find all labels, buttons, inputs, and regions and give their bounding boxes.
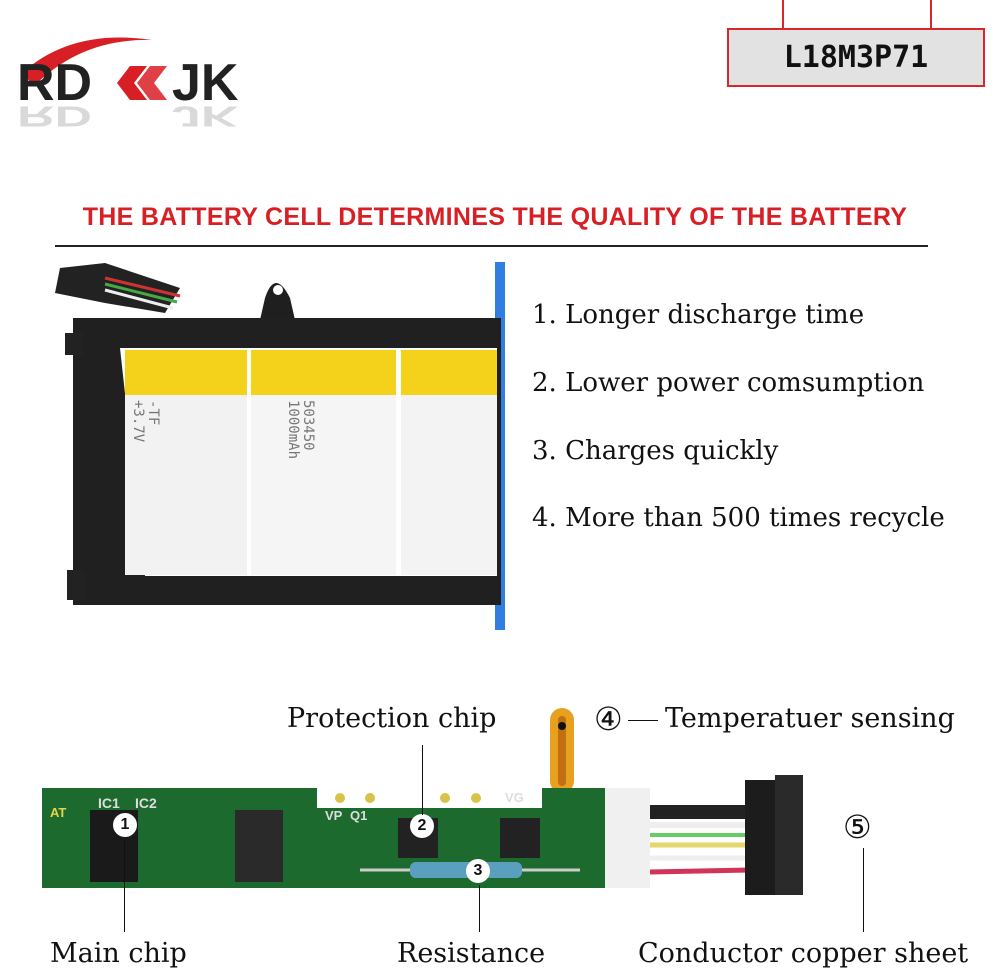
feature-item: 3. Charges quickly xyxy=(532,436,779,466)
feature-item: 4. More than 500 times recycle xyxy=(532,503,945,533)
marker-5: ⑤ xyxy=(843,808,872,846)
silk-vg: VG xyxy=(505,790,524,805)
label-conductor-copper-sheet: Conductor copper sheet xyxy=(638,938,969,969)
pcb-image xyxy=(42,708,803,895)
svg-text:JK: JK xyxy=(172,54,239,112)
cell-print-line: +3.7V xyxy=(130,400,146,443)
arrow-main-chip xyxy=(124,840,125,932)
silk-ic2: IC2 xyxy=(135,795,157,811)
marker-3: 3 xyxy=(466,859,490,883)
label-main-chip: Main chip xyxy=(50,938,187,969)
label-resistance: Resistance xyxy=(397,938,546,969)
silk-q1: Q1 xyxy=(350,808,368,823)
arrow-resistance xyxy=(479,885,480,932)
marker-2: 2 xyxy=(410,814,434,838)
cell-print: -TF +3.7V xyxy=(130,400,161,443)
section-heading: THE BATTERY CELL DETERMINES THE QUALITY … xyxy=(82,203,908,231)
arrow-conductor xyxy=(863,848,864,932)
label-connector-line xyxy=(930,0,932,29)
silk-at: AT xyxy=(50,805,67,820)
svg-text:JK: JK xyxy=(172,100,238,132)
arrow-protection-chip xyxy=(422,745,423,815)
arrow-temperature xyxy=(628,720,658,721)
marker-4: ④ xyxy=(594,700,623,738)
cell-print-line: 1000mAh xyxy=(285,400,301,460)
cell-print: 503450 1000mAh xyxy=(285,400,316,460)
marker-1: 1 xyxy=(113,813,137,837)
label-connector-line xyxy=(782,0,784,29)
feature-item: 2. Lower power comsumption xyxy=(532,368,925,398)
battery-cells-image xyxy=(55,262,505,630)
cell-print-line: -TF xyxy=(145,400,161,426)
svg-text:RD: RD xyxy=(17,100,92,132)
silk-ic1: IC1 xyxy=(98,795,120,811)
cell-print-line: 503450 xyxy=(300,400,316,451)
svg-text:RD: RD xyxy=(17,54,92,112)
label-temperature-sensing: Temperatuer sensing xyxy=(665,703,955,734)
brand-logo: RD JK RD JK xyxy=(17,37,239,132)
label-protection-chip: Protection chip xyxy=(287,703,497,734)
model-label: L18M3P71 xyxy=(727,28,985,87)
feature-item: 1. Longer discharge time xyxy=(532,300,865,330)
divider xyxy=(55,245,928,247)
silk-vp: VP xyxy=(325,808,343,823)
